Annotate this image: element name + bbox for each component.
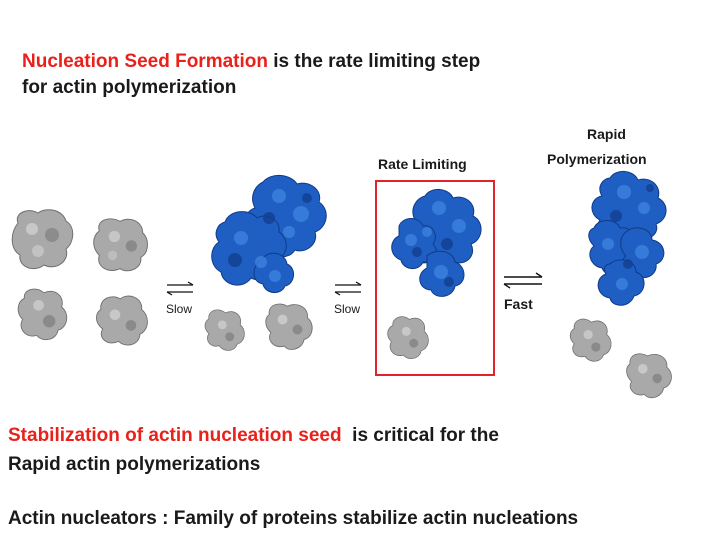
title-rest: is the rate limiting step <box>267 51 481 72</box>
equilibrium-arrow-2 <box>334 281 362 296</box>
equilibrium-arrow-3 <box>503 272 543 289</box>
monomer-4 <box>95 295 148 346</box>
bottom-line-3: Actin nucleators : Family of proteins st… <box>8 508 579 529</box>
title-line-1: Nucleation Seed Formation is the rate li… <box>22 51 480 73</box>
rate-limiting-box <box>375 180 495 376</box>
title-line-2: for actin polymerization <box>22 77 237 98</box>
monomer-8 <box>569 318 612 362</box>
actin-dimer-complex <box>211 175 327 293</box>
monomer-5 <box>204 309 245 351</box>
bottom-highlight: Stabilization of actin nucleation seed <box>8 425 342 446</box>
bottom-line-2: Rapid actin polymerizations <box>8 454 261 475</box>
rapid-label: Rapid <box>587 126 626 142</box>
monomer-2 <box>93 218 148 272</box>
rate-limiting-label: Rate Limiting <box>378 156 467 172</box>
monomer-6 <box>265 303 313 350</box>
monomer-9 <box>626 353 672 399</box>
monomer-1 <box>11 209 74 270</box>
monomer-3 <box>17 288 68 341</box>
bottom-line-1-rest: is critical for the <box>341 425 499 446</box>
polymerization-label: Polymerization <box>547 151 647 167</box>
fast-label: Fast <box>504 296 533 312</box>
bottom-line-1: Stabilization of actin nucleation seed i… <box>8 425 499 447</box>
equilibrium-arrow-1 <box>166 281 194 296</box>
nucleation-seed-complex <box>391 189 482 297</box>
monomer-7 <box>387 316 429 360</box>
polymer-filament-complex <box>588 171 667 306</box>
slow-label-1: Slow <box>166 302 193 316</box>
title-highlight: Nucleation Seed Formation <box>22 51 268 72</box>
slow-label-2: Slow <box>334 302 361 316</box>
